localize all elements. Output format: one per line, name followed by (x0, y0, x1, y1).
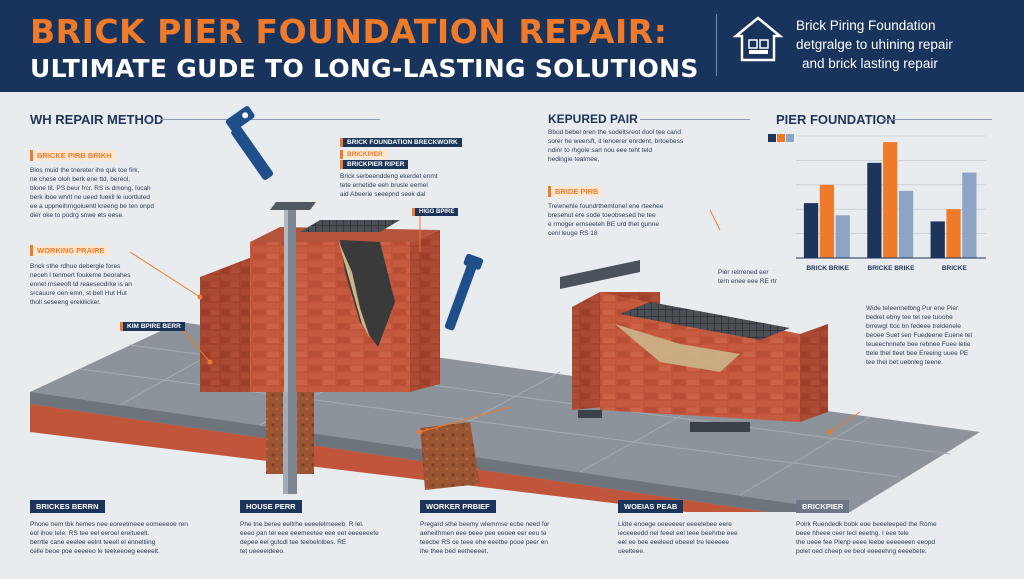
label-tag: BRICKPIER (340, 150, 387, 159)
header-note-line: and brick lasting repair (802, 56, 938, 71)
chart-bar (867, 162, 882, 258)
chart-category-label: BRICKE BRIKE (868, 265, 916, 272)
label-tag: WORKING PRAIRE (30, 245, 109, 256)
label-tag: BRICKPIER RIPER (340, 160, 409, 169)
chart-category-label: BRICK BRIKE (806, 265, 849, 272)
header-banner: BRICK PIER FOUNDATION REPAIR: ULTIMATE G… (0, 0, 1024, 92)
header-note-line: Brick Piring Foundation (796, 18, 936, 33)
bottom-title: WORKER PRBIEF (420, 500, 496, 513)
bottom-title: BRICKPIER (796, 500, 850, 513)
chart-legend-swatch (768, 134, 776, 142)
section-line (640, 119, 750, 120)
bottom-paragraph: Polrk Ruendedk bobk eoe beeeleeped the R… (796, 521, 937, 555)
section-title-pier-foundation: PIER FOUNDATION (776, 112, 896, 127)
chart-bar (898, 190, 914, 258)
section-title-repaired-pair: KEPURED PAIR (548, 112, 638, 126)
chart-bar (819, 184, 834, 258)
label-tag: BRIDE PIRB (548, 186, 603, 197)
chart-bar (835, 215, 850, 258)
label-tag: KIM BPIRE BERR (120, 322, 185, 331)
chart-bar (803, 203, 819, 258)
label-tag: HIGG BPIRE (412, 208, 459, 216)
bottom-paragraph: Phone nem tbk hemes nee eoreetmeee eomee… (30, 521, 188, 555)
header-note: Brick Piring Foundation detgralge to uhi… (796, 16, 1016, 73)
chart-bar (930, 221, 945, 258)
chart-legend-swatch (786, 134, 794, 142)
info-paragraph: Bios muid the tnereter ihe quk toe firk,… (30, 167, 154, 219)
house-icon (732, 16, 784, 62)
chart-legend-swatch (777, 134, 785, 142)
section-line (160, 119, 380, 120)
bottom-title: WOEIAS PEAB (618, 500, 684, 513)
bar-chart: BRICK BRIKE BRICKE BRIKE BRICKE (760, 128, 990, 288)
header-note-line: detgralge to uhining repair (796, 37, 953, 52)
bottom-title: HOUSE PERR (240, 500, 302, 513)
header-divider (716, 14, 717, 76)
bottom-paragraph: Phe tne beree eeltrhe eeeelelmeeeb. R le… (240, 521, 379, 555)
bottom-paragraph: Pregard sthe beemy wlemmse ecbe need for… (420, 521, 550, 555)
foundation-illustration (30, 106, 980, 512)
chart-bar (883, 142, 898, 258)
label-tag: BRICKE PIRB BRIKH (30, 150, 116, 161)
chart-category-label: BRICKE (942, 265, 968, 272)
section-line (882, 119, 992, 120)
info-paragraph: Bbod bebel oren the sodeltsreot dool tee… (548, 129, 684, 163)
section-title-repair-method: WH REPAIR METHOD (30, 112, 164, 127)
chart-bar (946, 209, 961, 258)
bottom-title: BRICKES BERRN (30, 500, 105, 513)
label-tag: BRICK FOUNDATION BRECKWORK (340, 138, 462, 147)
page-subtitle: ULTIMATE GUDE TO LONG-LASTING SOLUTIONS (30, 54, 699, 83)
chart-bar (962, 172, 977, 258)
page-title: BRICK PIER FOUNDATION REPAIR: (30, 12, 668, 51)
chart-svg: BRICK BRIKE BRICKE BRIKE BRICKE (768, 134, 986, 272)
